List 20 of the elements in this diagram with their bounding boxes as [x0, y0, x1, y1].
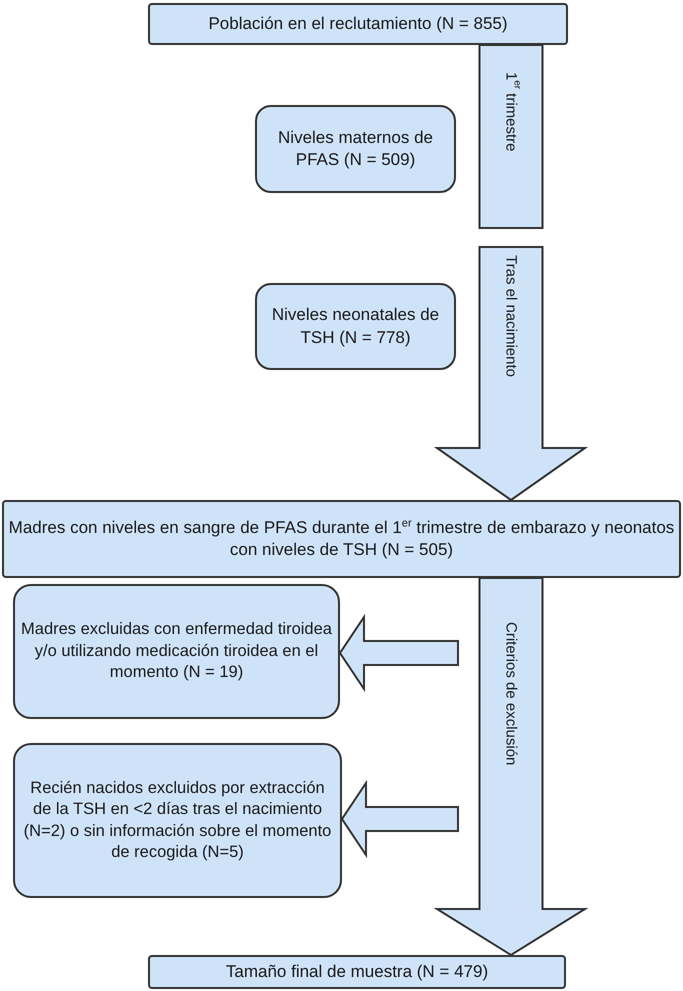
process-box	[2, 500, 681, 578]
block-arrow	[434, 577, 588, 956]
edge-label: Criterios de exclusión	[502, 622, 518, 766]
box-text: Recién nacidos excluidos por extracción de la TSH en <2 días tras el nacimiento (N=2) o sin información sobre el momento de recogida (N=5)	[22, 778, 332, 863]
process-box	[13, 584, 340, 719]
process-box	[255, 283, 456, 370]
process-box	[148, 3, 568, 45]
box-text: Niveles neonatales de TSH (N = 778)	[270, 304, 440, 348]
box-text: Madres con niveles en sangre de PFAS durante el 1$^{er}$ trimestre de embarazo y neonatos con niveles de TSH (N = 505)	[8, 516, 675, 561]
block-arrow	[338, 614, 459, 692]
process-box	[13, 743, 342, 898]
box-text: Población en el reclutamiento (N = 855)	[208, 12, 508, 35]
box-text: Madres excluidas con enfermedad tiroidea y/o utilizando medicación tiroidea en el momento (N = 19)	[20, 619, 333, 684]
arrow-label: Tras el nacimiento	[502, 255, 518, 377]
process-box	[148, 955, 566, 989]
block-arrow	[340, 780, 459, 858]
block-arrow	[434, 44, 588, 502]
box-text: Tamaño final de muestra (N = 479)	[226, 960, 488, 983]
box-text: Niveles maternos de PFAS (N = 509)	[277, 126, 434, 171]
process-box	[255, 105, 456, 193]
